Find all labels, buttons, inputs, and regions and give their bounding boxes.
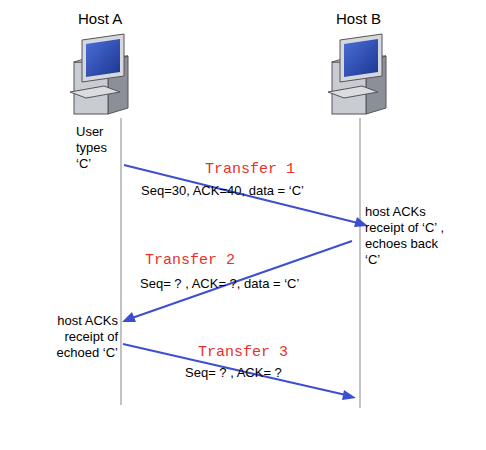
- segment-fields: Seq= ? , ACK= ?, data = ‘C’: [140, 276, 299, 292]
- transfer-title: Transfer 3: [198, 345, 288, 361]
- message-arrow: [122, 241, 352, 322]
- transfer-title: Transfer 2: [145, 253, 235, 269]
- host-name: Host A: [78, 10, 122, 28]
- computer-icon: [70, 34, 128, 114]
- timeline: [359, 118, 360, 408]
- segment-fields: Seq=30, ACK=40, data = ‘C’: [141, 183, 304, 199]
- computer-icon: [328, 34, 386, 114]
- transfer-title: Transfer 1: [205, 162, 295, 178]
- host-name: Host B: [336, 10, 381, 28]
- event-note: host ACKs receipt of ‘C’ , echoes back ‘…: [365, 204, 445, 268]
- event-note: host ACKs receipt of echoed ‘C’: [54, 313, 118, 361]
- event-note: User types ‘C’: [76, 124, 116, 172]
- segment-fields: Seq= ? , ACK= ?: [185, 365, 282, 381]
- timeline: [120, 118, 121, 405]
- message-arrow: [123, 344, 356, 400]
